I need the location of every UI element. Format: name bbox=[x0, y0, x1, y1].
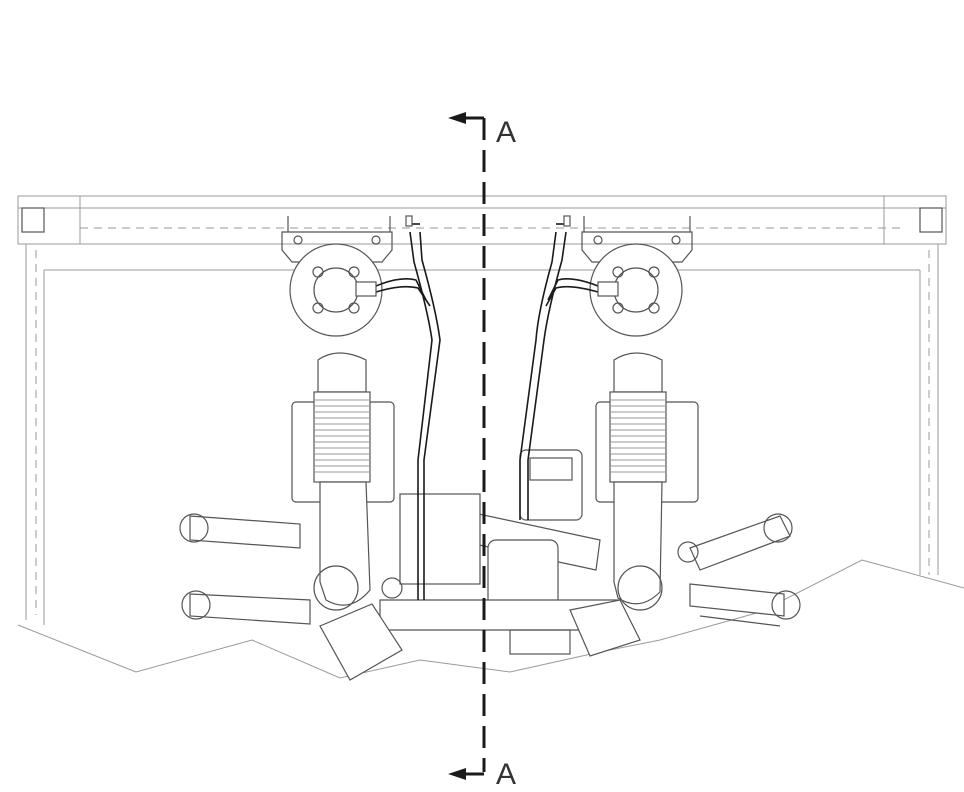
section-arrow-bottom bbox=[448, 768, 466, 780]
center-engine-core bbox=[319, 449, 781, 681]
left-sensor-harness bbox=[355, 215, 441, 600]
right-sensor-harness bbox=[519, 215, 619, 520]
right-intake-assembly bbox=[595, 352, 699, 611]
right-exhaust-pipes bbox=[689, 513, 801, 620]
section-label-top: A bbox=[496, 116, 516, 149]
section-line-a-a bbox=[448, 112, 486, 780]
break-line bbox=[17, 559, 964, 679]
left-mount-bracket bbox=[281, 216, 393, 337]
section-label-bottom: A bbox=[496, 758, 516, 791]
cowling-frame bbox=[17, 195, 947, 625]
left-intake-assembly bbox=[291, 352, 395, 611]
right-mount-bracket bbox=[581, 216, 693, 337]
section-arrow-top bbox=[448, 112, 466, 124]
left-exhaust-pipes bbox=[179, 513, 311, 625]
